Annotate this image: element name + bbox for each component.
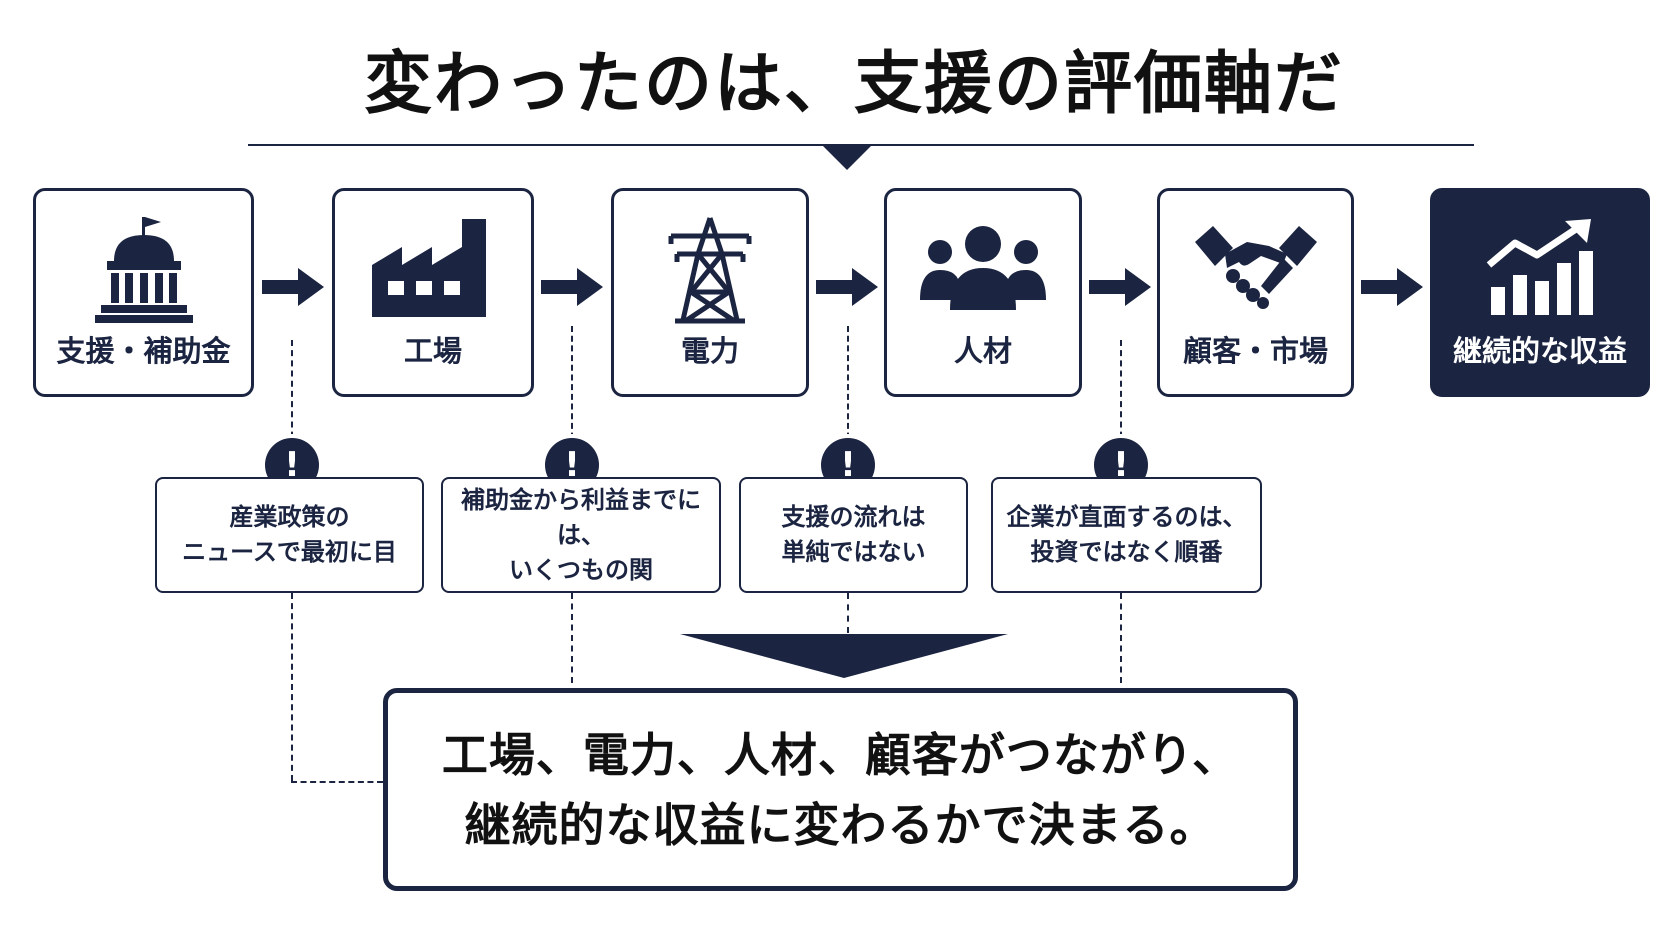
factory-icon [335,213,531,325]
connector-line [847,593,849,633]
arrow-right-icon [262,268,324,306]
step-factory: 工場 [332,188,534,397]
step-label: 電力 [680,334,739,368]
arrow-right-icon [1361,268,1423,306]
note-box: 産業政策の ニュースで最初に目 [155,477,424,593]
arrow-right-icon [1089,268,1151,306]
step-subsidy: 支援・補助金 [33,188,254,397]
government-building-icon [36,213,251,325]
growth-chart-icon [1433,213,1647,325]
connector-line [571,593,573,683]
note-text: 支援の流れは 単純ではない [781,503,926,566]
conclusion-box: 工場、電力、人材、顧客がつながり、 継続的な収益に変わるかで決まる。 [383,688,1298,891]
note-text: 補助金から利益までには、 いくつもの関 [461,485,701,584]
handshake-icon [1160,213,1351,325]
title-pointer [823,146,871,170]
conclusion-line-2: 継続的な収益に変わるかで決まる。 [464,797,1217,852]
connector-line [291,340,293,458]
connector-line [291,593,293,781]
note-text: 産業政策の ニュースで最初に目 [182,503,397,566]
step-talent: 人材 [884,188,1082,397]
down-arrow-icon [680,634,1008,678]
arrow-right-icon [541,268,603,306]
conclusion-line-1: 工場、電力、人材、顧客がつながり、 [441,727,1240,782]
arrow-right-icon [816,268,878,306]
note-box: 企業が直面するのは、 投資ではなく順番 [991,477,1262,593]
power-tower-icon [614,213,806,325]
connector-line [847,326,849,458]
step-label: 工場 [403,334,462,368]
step-continuous-revenue: 継続的な収益 [1430,188,1650,397]
connector-line [571,326,573,458]
note-box: 支援の流れは 単純ではない [739,477,968,593]
connector-line [291,781,383,783]
title-underline [248,144,1474,146]
step-power: 電力 [611,188,809,397]
page-title: 変わったのは、支援の評価軸だ [363,44,1344,124]
people-group-icon [887,213,1079,325]
step-label: 人材 [953,334,1012,368]
step-label: 支援・補助金 [56,334,231,368]
connector-line [1120,340,1122,458]
step-label: 継続的な収益 [1452,334,1627,368]
step-label: 顧客・市場 [1182,334,1328,368]
note-box: 補助金から利益までには、 いくつもの関 [441,477,721,593]
connector-line [1120,593,1122,683]
step-customers-market: 顧客・市場 [1157,188,1354,397]
note-text: 企業が直面するのは、 投資ではなく順番 [1006,503,1247,566]
